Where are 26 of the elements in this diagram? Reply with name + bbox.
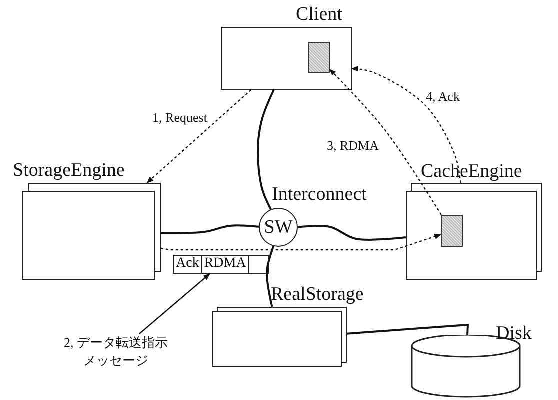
- message-field: Ack: [174, 256, 202, 273]
- dotted-arrow: [330, 69, 442, 216]
- node-heading: Client: [296, 5, 342, 24]
- network-cable: [266, 246, 275, 308]
- dotted-arrow: [351, 66, 462, 184]
- leader-line: [139, 274, 210, 334]
- buffer-block: [308, 42, 330, 73]
- network-cable: [161, 224, 260, 234]
- message-note: 2, データ転送指示メッセージ: [60, 334, 172, 374]
- dotted-arrow: [146, 90, 252, 184]
- message-field: RDMA: [202, 256, 250, 273]
- network-cable: [257, 90, 275, 210]
- edge-label: 4, Ack: [425, 90, 461, 104]
- message-packet: [173, 255, 269, 274]
- network-cable: [346, 324, 470, 336]
- node-heading: CacheEngine: [421, 162, 522, 181]
- switch-label: SW: [264, 218, 293, 237]
- node-heading: RealStorage: [271, 285, 364, 304]
- edge-label: 3, RDMA: [326, 138, 380, 154]
- dotted-arrow: [160, 234, 442, 251]
- edge-label: 1, Request: [152, 110, 208, 126]
- node-heading: Disk: [496, 324, 532, 343]
- buffer-block: [441, 215, 463, 247]
- node-heading: StorageEngine: [13, 161, 125, 180]
- network-cable: [298, 225, 406, 241]
- node-heading: Interconnect: [272, 185, 367, 204]
